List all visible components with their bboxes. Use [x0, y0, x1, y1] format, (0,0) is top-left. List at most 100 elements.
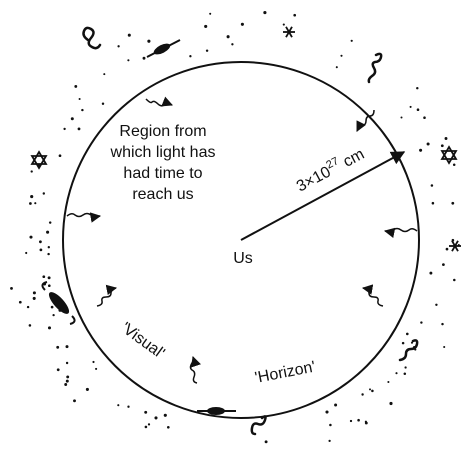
- star-of-david-icon: [442, 147, 456, 163]
- light-ray: [363, 288, 383, 306]
- background-dot: [441, 323, 443, 325]
- asterisk-star-icon: [449, 241, 461, 251]
- background-dot: [46, 231, 49, 234]
- background-dot: [42, 275, 45, 278]
- galaxy-squiggle-icon: [369, 54, 381, 82]
- background-dot: [117, 404, 119, 406]
- background-dot: [66, 375, 69, 378]
- background-dot: [66, 380, 69, 383]
- background-dot: [442, 263, 445, 266]
- background-dot: [361, 393, 363, 395]
- background-dot: [435, 304, 437, 306]
- background-dot: [406, 333, 409, 336]
- background-dot: [48, 284, 51, 287]
- background-dot: [263, 11, 266, 14]
- background-dot: [204, 25, 207, 28]
- background-dots: [10, 11, 460, 443]
- background-dot: [40, 249, 43, 252]
- background-dot: [404, 373, 407, 376]
- background-dot: [423, 116, 426, 119]
- background-dot: [420, 321, 422, 323]
- light-ray: [385, 229, 417, 232]
- light-ray: [67, 214, 100, 217]
- background-dot: [34, 202, 36, 204]
- background-dot: [231, 43, 233, 45]
- region-label-line: had time to: [123, 165, 202, 182]
- background-dot: [389, 402, 392, 405]
- edge-on-galaxy-icon: [147, 40, 180, 57]
- background-dot: [147, 40, 150, 43]
- center-label: Us: [233, 250, 253, 267]
- background-dot: [10, 287, 13, 290]
- background-dot: [427, 142, 430, 145]
- background-dot: [189, 55, 191, 57]
- background-dot: [227, 35, 230, 38]
- background-dot: [66, 362, 68, 364]
- background-dot: [154, 416, 157, 419]
- background-dot: [73, 399, 76, 402]
- background-dot: [451, 202, 454, 205]
- background-dot: [31, 170, 33, 172]
- background-dot: [33, 291, 36, 294]
- background-dot: [51, 306, 54, 309]
- background-dot: [43, 192, 45, 194]
- background-dot: [79, 98, 81, 100]
- background-dot: [57, 368, 60, 371]
- background-dot: [47, 253, 49, 255]
- region-label-line: which light has: [110, 144, 216, 161]
- background-dot: [19, 301, 22, 304]
- background-dot: [128, 34, 131, 37]
- horizon-label-visual: 'Visual': [118, 319, 168, 362]
- background-dot: [103, 73, 105, 75]
- background-dot: [63, 128, 65, 130]
- background-dot: [402, 342, 405, 345]
- background-dot: [334, 404, 337, 407]
- background-dot: [48, 276, 51, 279]
- background-dot: [164, 414, 167, 417]
- background-dot: [143, 57, 146, 60]
- background-dot: [328, 440, 330, 442]
- background-dot: [371, 390, 374, 393]
- background-dot: [56, 346, 59, 349]
- background-dot: [350, 420, 352, 422]
- background-dot: [429, 272, 432, 275]
- radius-label: 3×1027 cm: [292, 143, 367, 195]
- background-dot: [48, 246, 50, 248]
- background-dot: [336, 66, 338, 68]
- background-dot: [387, 381, 389, 383]
- background-dot: [419, 149, 422, 152]
- background-dot: [453, 279, 456, 282]
- background-dot: [145, 426, 148, 429]
- background-dot: [49, 221, 51, 223]
- background-dot: [74, 85, 77, 88]
- background-dot: [265, 440, 268, 443]
- background-dot: [417, 108, 420, 111]
- region-label-line: reach us: [132, 186, 193, 203]
- background-dot: [283, 24, 285, 26]
- background-dot: [29, 202, 32, 205]
- background-dot: [404, 366, 406, 368]
- region-label-line: Region from: [119, 123, 206, 140]
- light-ray: [146, 99, 172, 106]
- background-dot: [209, 13, 211, 15]
- background-dot: [357, 419, 360, 422]
- background-dot: [293, 14, 296, 17]
- radius-label-unit: cm: [337, 146, 368, 173]
- background-dot: [431, 184, 434, 187]
- background-dot: [365, 421, 367, 423]
- background-dot: [39, 240, 42, 243]
- background-dot: [395, 372, 397, 374]
- asterisk-star-icon: [283, 27, 295, 37]
- background-dot: [340, 55, 342, 57]
- background-dot: [29, 324, 32, 327]
- background-dot: [441, 144, 444, 147]
- background-dot: [33, 297, 36, 300]
- background-dot: [351, 40, 353, 42]
- background-dot: [443, 346, 445, 348]
- background-dot: [148, 423, 150, 425]
- background-dot: [71, 117, 74, 120]
- background-dot: [446, 248, 449, 251]
- background-dot: [92, 361, 94, 363]
- background-dot: [325, 410, 328, 413]
